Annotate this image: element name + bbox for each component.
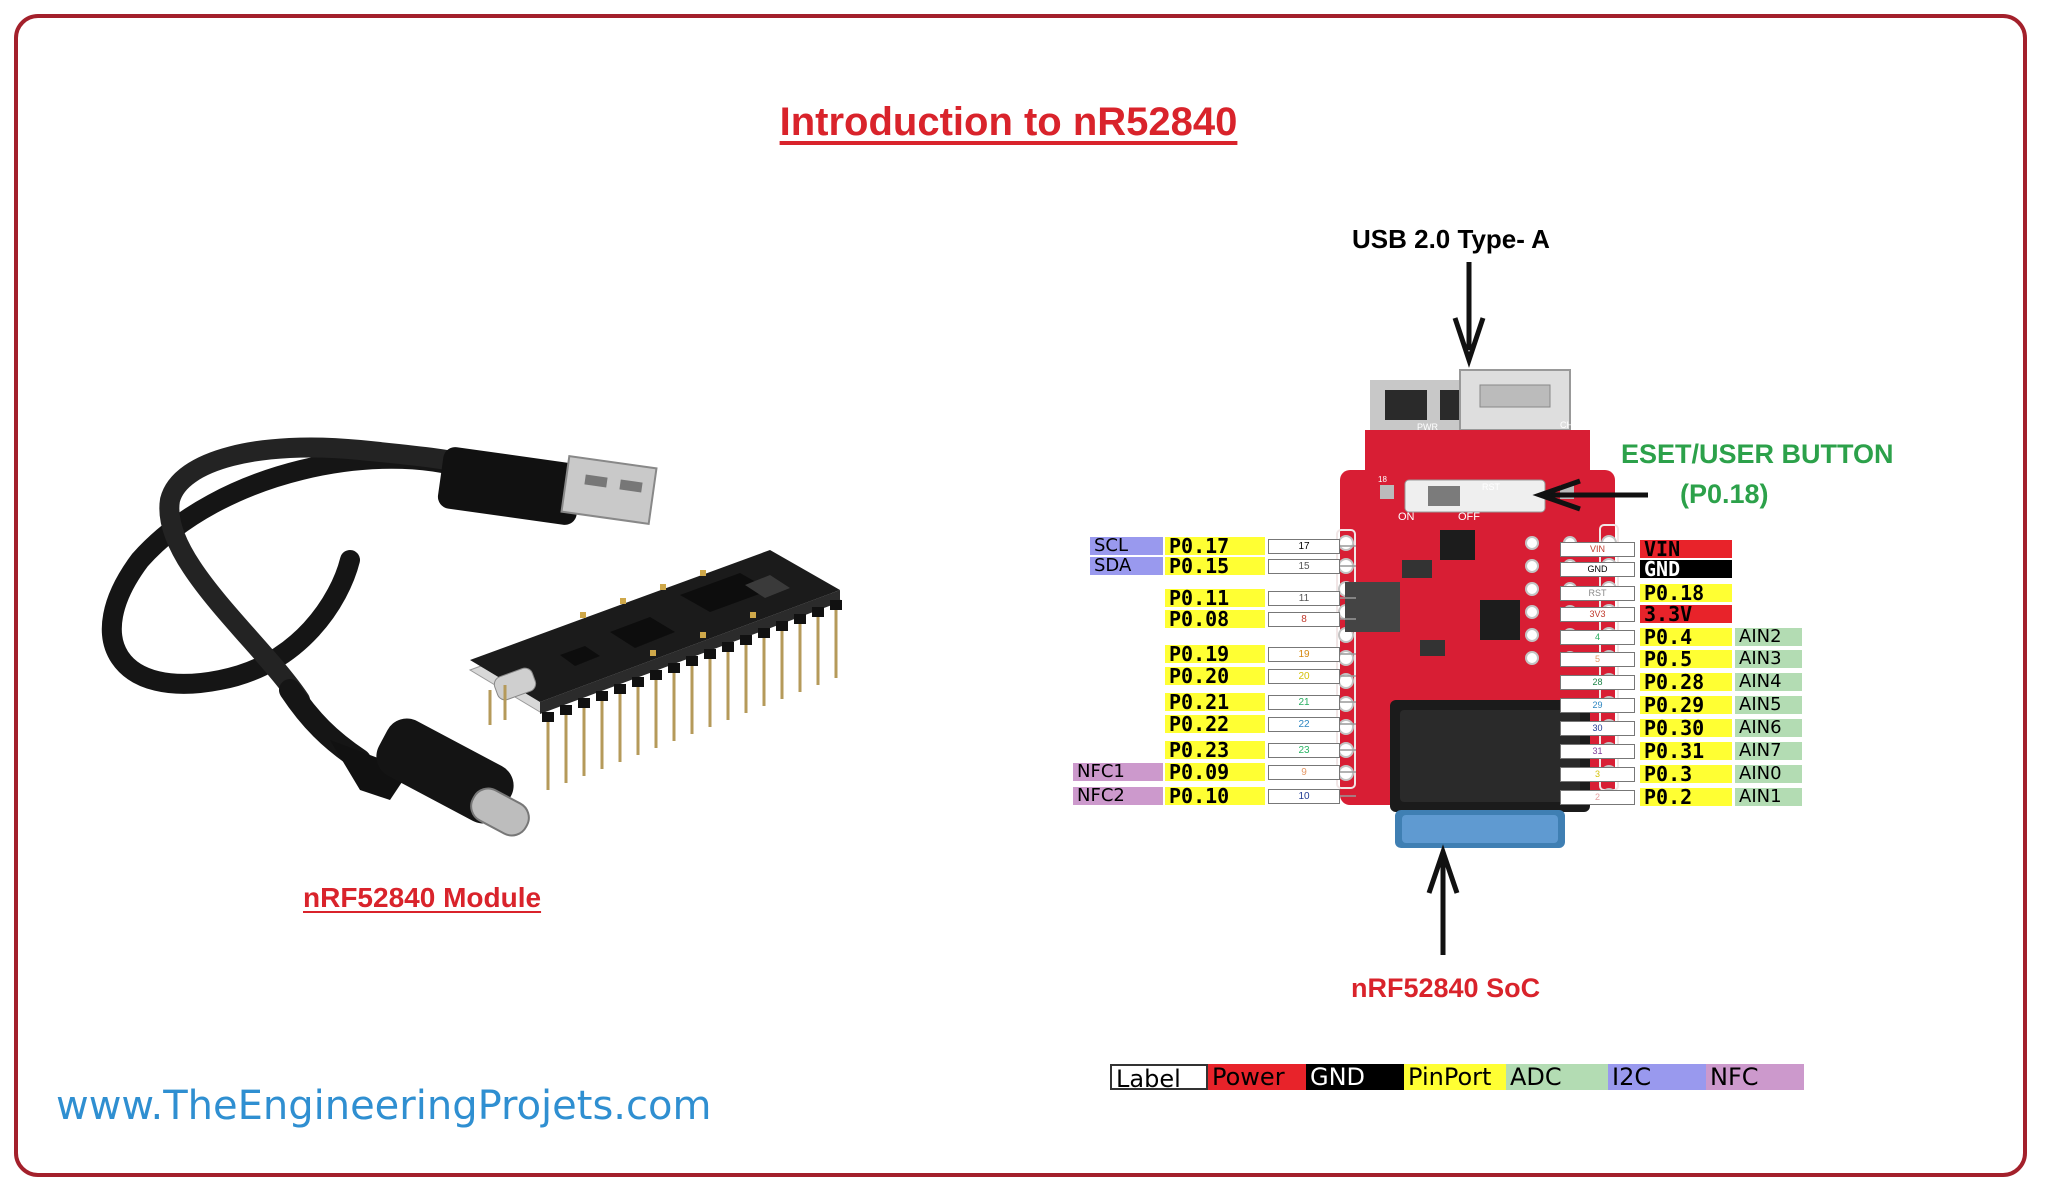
pin-number-label: 21 [1268,695,1340,710]
legend-item-label: Label [1110,1064,1208,1092]
pin-number-label: 20 [1268,669,1340,684]
page-frame [14,14,2027,1177]
pin-number-label: 29 [1560,698,1635,713]
module-caption: nRF52840 Module [303,882,542,913]
pin-port-label: P0.11 [1165,588,1265,608]
pin-port-label: P0.19 [1165,644,1265,664]
button-label-line2: (P0.18) [1680,479,1769,509]
website-url: www.TheEngineeringProjets.com [56,1083,712,1129]
pin-function-label: SCL [1090,537,1163,555]
pin-number-label: 11 [1268,591,1340,606]
pin-number-label: 30 [1560,721,1635,736]
usb-type-label: USB 2.0 Type- A [1352,224,1550,254]
pin-port-label: P0.15 [1165,556,1265,576]
pin-function-label: AIN1 [1735,788,1802,806]
pin-number-label: 17 [1268,539,1340,554]
pin-port-label: P0.29 [1640,695,1732,715]
pin-number-label: 5 [1560,652,1635,667]
soc-arrow [1426,844,1460,955]
pin-number-label: 3V3 [1560,607,1635,622]
pin-number-label: 15 [1268,559,1340,574]
silk-chg: CHG [1560,420,1580,430]
pin-port-label: 3.3V [1640,604,1732,624]
pin-number-label: VIN [1560,542,1635,557]
button-label-line1: ESET/USER BUTTON [1621,439,1894,469]
pin-port-label: P0.4 [1640,627,1732,647]
silk-rst: RST [1482,482,1501,492]
soc-label: nRF52840 SoC [1351,973,1541,1003]
button-arrow [1532,478,1648,512]
pin-number-label: 3 [1560,767,1635,782]
module-board-illustration [468,550,842,790]
pin-port-label: P0.18 [1640,583,1732,603]
pin-port-label: P0.21 [1165,692,1265,712]
pin-port-label: P0.28 [1640,672,1732,692]
pin-function-label: NFC1 [1073,763,1163,781]
pin-number-label: 10 [1268,789,1340,804]
silk-on: ON [1398,511,1415,523]
legend-item-pinport: PinPort [1404,1064,1506,1090]
pin-number-label: 22 [1268,717,1340,732]
pin-port-label: GND [1640,559,1732,579]
pin-function-label: AIN0 [1735,765,1802,783]
pin-port-label: P0.22 [1165,714,1265,734]
pin-port-label: P0.2 [1640,787,1732,807]
pin-number-label: 4 [1560,630,1635,645]
pin-port-label: P0.20 [1165,666,1265,686]
pin-number-label: GND [1560,562,1635,577]
page-title: Introduction to nR52840 [779,100,1238,144]
pin-number-label: 2 [1560,790,1635,805]
legend-item-i2c: I2C [1608,1064,1706,1090]
pin-number-label: 28 [1560,675,1635,690]
usb-cable-illustration [101,437,658,837]
silk-p18: 18 [1378,475,1387,484]
legend-item-gnd: GND [1306,1064,1404,1090]
pin-number-label: 9 [1268,765,1340,780]
legend-item-adc: ADC [1506,1064,1608,1090]
pin-port-label: P0.17 [1165,536,1265,556]
pin-port-label: P0.08 [1165,609,1265,629]
pin-port-label: P0.30 [1640,718,1732,738]
pin-function-label: AIN4 [1735,673,1802,691]
pin-port-label: P0.3 [1640,764,1732,784]
pin-port-label: P0.23 [1165,740,1265,760]
pin-port-label: P0.10 [1165,786,1265,806]
pin-number-label: RST [1560,586,1635,601]
silk-off: OFF [1458,511,1480,523]
pin-port-label: P0.09 [1165,762,1265,782]
pin-number-label: 19 [1268,647,1340,662]
silk-pwr: PWR [1417,422,1438,432]
pin-number-label: 23 [1268,743,1340,758]
pin-function-label: AIN2 [1735,628,1802,646]
pin-function-label: AIN5 [1735,696,1802,714]
pin-number-label: 8 [1268,612,1340,627]
legend-item-nfc: NFC [1706,1064,1804,1090]
pin-function-label: AIN3 [1735,650,1802,668]
pin-port-label: P0.5 [1640,649,1732,669]
pin-function-label: SDA [1090,557,1163,575]
pin-port-label: P0.31 [1640,741,1732,761]
usb-arrow [1452,262,1486,368]
pin-function-label: AIN7 [1735,742,1802,760]
pin-function-label: AIN6 [1735,719,1802,737]
legend-item-power: Power [1208,1064,1306,1090]
pin-function-label: NFC2 [1073,787,1163,805]
pin-port-label: VIN [1640,539,1732,559]
pin-number-label: 31 [1560,744,1635,759]
